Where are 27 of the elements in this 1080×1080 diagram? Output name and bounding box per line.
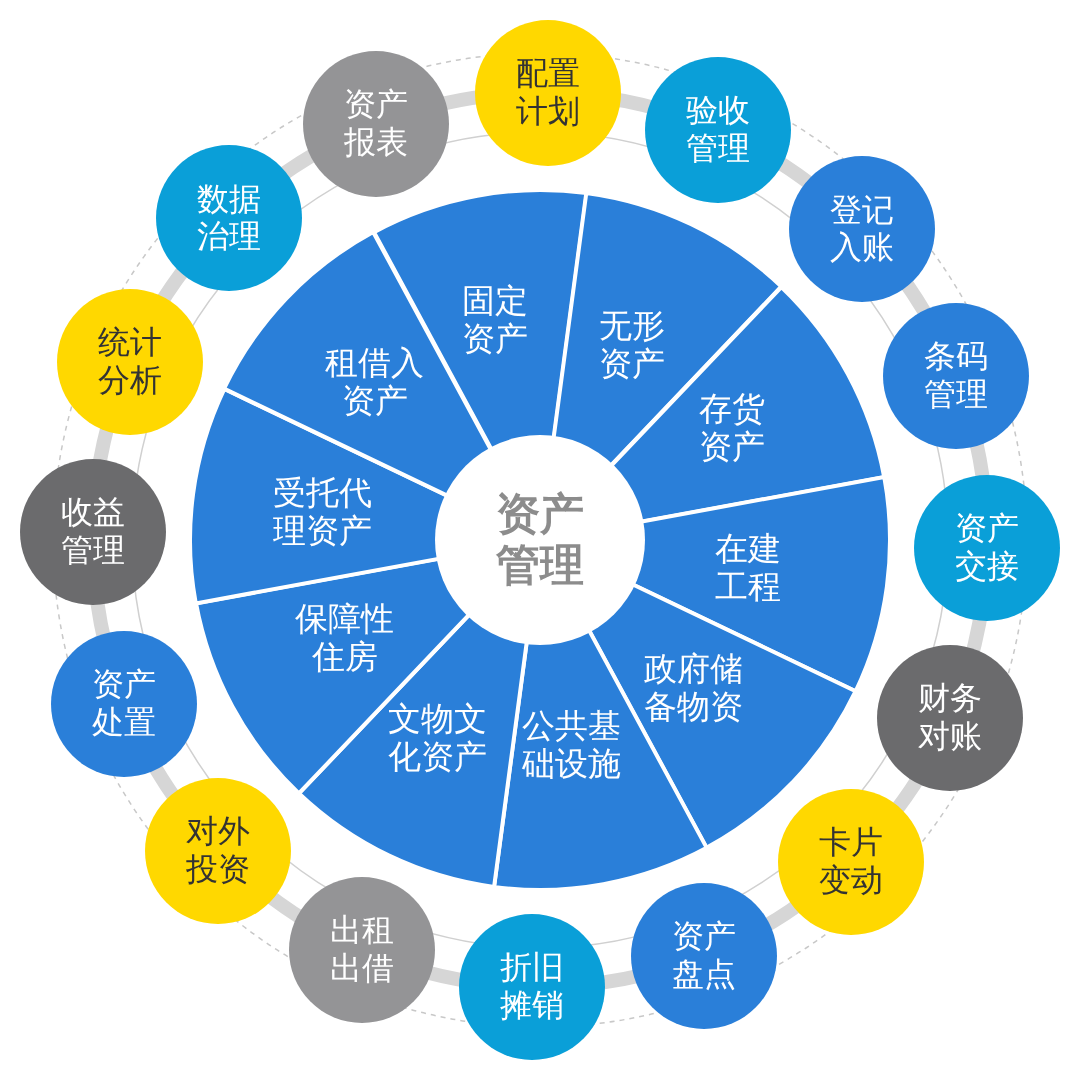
slice-label: 保障性住房 xyxy=(294,600,396,676)
node-label: 资产处置 xyxy=(91,666,158,742)
slice-label: 文物文化资产 xyxy=(387,700,489,776)
node-label: 资产报表 xyxy=(343,86,410,162)
slice-label: 公共基础设施 xyxy=(521,707,623,783)
node-label: 收益管理 xyxy=(60,494,127,570)
node-label: 折旧摊销 xyxy=(499,949,566,1025)
node-label: 配置计划 xyxy=(514,55,581,131)
slice-label: 存货资产 xyxy=(698,390,766,466)
node-label: 资产盘点 xyxy=(670,918,737,994)
node-label: 卡片变动 xyxy=(817,823,884,900)
slice-label: 租借入资产 xyxy=(324,344,426,420)
node-label: 统计分析 xyxy=(97,324,164,400)
center-label: 资产管理 xyxy=(495,489,585,591)
node-label: 财务对账 xyxy=(916,680,983,756)
slice-label: 受托代理资产 xyxy=(271,474,373,550)
slice-label: 无形资产 xyxy=(598,307,666,383)
node-label: 资产交接 xyxy=(953,510,1020,586)
node-label: 对外投资 xyxy=(185,812,252,889)
node-label: 登记入账 xyxy=(828,191,895,268)
slice-label: 固定资产 xyxy=(461,282,529,358)
node-label: 条码管理 xyxy=(922,338,989,414)
node-label: 验收管理 xyxy=(685,92,752,168)
slice-label: 政府储备物资 xyxy=(642,650,744,726)
node-label: 出租出借 xyxy=(328,912,395,988)
node-label: 数据治理 xyxy=(196,180,263,257)
slice-label: 在建工程 xyxy=(714,530,782,606)
